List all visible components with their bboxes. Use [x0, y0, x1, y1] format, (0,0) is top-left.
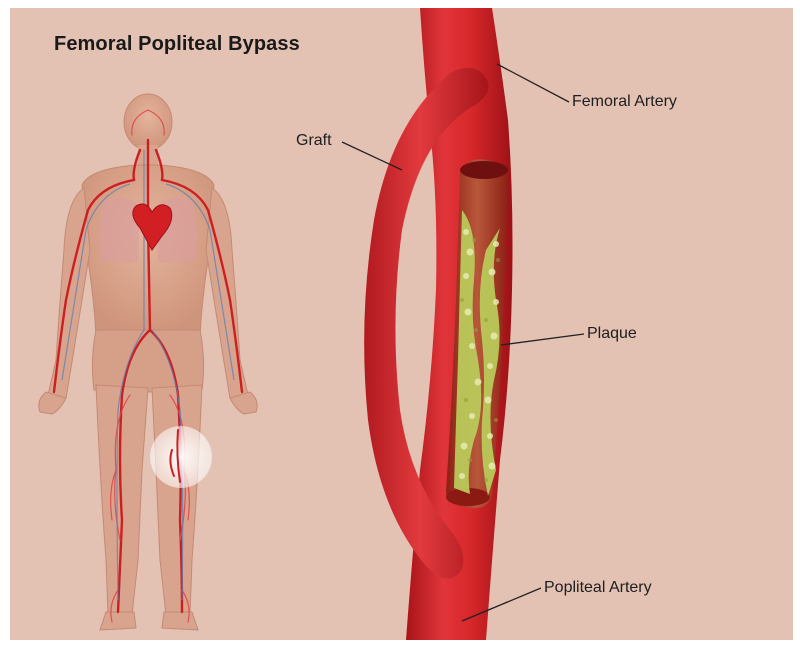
leader-line-femoral: [497, 64, 569, 102]
diagram-title: Femoral Popliteal Bypass: [54, 33, 300, 56]
human-body-figure: [39, 94, 257, 630]
artery-graft-closeup: [364, 8, 512, 640]
knee-highlight: [150, 426, 212, 488]
label-popliteal-artery: Popliteal Artery: [544, 579, 652, 597]
label-femoral-artery: Femoral Artery: [572, 93, 677, 111]
label-graft: Graft: [296, 132, 332, 150]
label-plaque: Plaque: [587, 325, 637, 343]
leader-line-plaque: [501, 334, 584, 345]
